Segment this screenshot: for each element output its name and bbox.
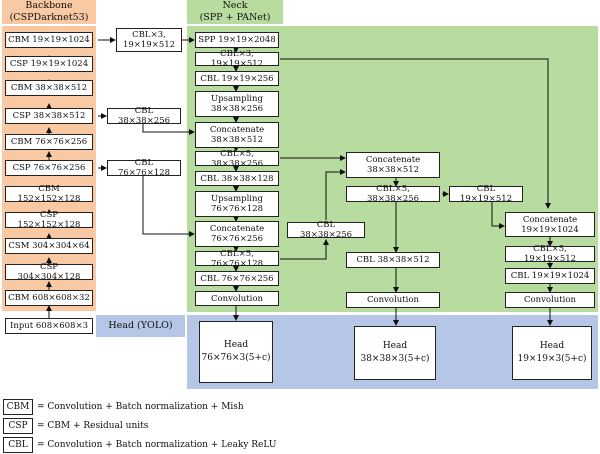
neck-upsampling-38: Upsampling 38×38×256 bbox=[195, 91, 279, 117]
neck-concatenate-76: Concatenate 76×76×256 bbox=[195, 221, 279, 247]
backbone-layer-cbm-38: CBM 38×38×512 bbox=[5, 80, 93, 96]
legend-cbl-abbr: CBL bbox=[3, 437, 33, 453]
head-19: Head 19×19×3(5+c) bbox=[512, 326, 592, 380]
neck-cbl-76-256: CBL 76×76×256 bbox=[195, 271, 279, 286]
neck-cbl-38-512: CBL 38×38×512 bbox=[346, 252, 440, 268]
neck-convolution-19: Convolution bbox=[505, 292, 595, 308]
neck-cbl-38-128: CBL 38×38×128 bbox=[195, 171, 279, 186]
neck-title: Neck (SPP + PANet) bbox=[199, 0, 271, 23]
neck-cbl-19-512: CBL 19×19×512 bbox=[449, 184, 523, 204]
backbone-layer-cbm-76: CBM 76×76×256 bbox=[5, 134, 93, 150]
neck-convolution-38: Convolution bbox=[346, 292, 440, 308]
legend-csp-abbr: CSP bbox=[3, 418, 33, 434]
head-title: Head (YOLO) bbox=[108, 320, 173, 331]
neck-upsampling-76: Upsampling 76×76×128 bbox=[195, 191, 279, 217]
backbone-layer-csp-19: CSP 19×19×1024 bbox=[5, 56, 93, 72]
backbone-layer-cbm-608: CBM 608×608×32 bbox=[5, 290, 93, 306]
neck-convolution-76: Convolution bbox=[195, 291, 279, 306]
neck-cbl5-38-b: CBL×5, 38×38×256 bbox=[346, 184, 440, 204]
backbone-layer-csm-304: CSM 304×304×64 bbox=[5, 238, 93, 254]
neck-cbl-38-256-mid: CBL 38×38×256 bbox=[287, 220, 365, 240]
neck-concatenate-38-b: Concatenate 38×38×512 bbox=[346, 152, 440, 178]
neck-concatenate-19: Concatenate 19×19×1024 bbox=[505, 212, 595, 237]
backbone-layer-cbm-19: CBM 19×19×1024 bbox=[5, 32, 93, 48]
backbone-title-bg bbox=[2, 0, 96, 24]
neck-cbl-19-1024: CBL 19×19×1024 bbox=[505, 268, 595, 284]
bridge-cbl-38: CBL 38×38×256 bbox=[107, 106, 181, 126]
backbone-layer-csp-38: CSP 38×38×512 bbox=[5, 108, 93, 124]
neck-cbl5-19: CBL×5, 19×19×512 bbox=[505, 244, 595, 264]
bridge-cbl-76: CBL 76×76×128 bbox=[107, 158, 181, 178]
backbone-input: Input 608×608×3 bbox=[5, 318, 93, 334]
neck-cbl5-76: CBL×5, 76×76×128 bbox=[195, 249, 279, 269]
neck-cbl5-38: CBL×5, 38×38×256 bbox=[195, 149, 279, 169]
neck-cbl-19-256: CBL 19×19×256 bbox=[195, 71, 279, 86]
backbone-layer-csp-152: CSP 152×152×128 bbox=[5, 210, 93, 230]
head-38: Head 38×38×3(5+c) bbox=[354, 326, 436, 380]
neck-cbl3-19: CBL×3, 19×19×512 bbox=[195, 49, 279, 69]
backbone-title: Backbone (CSPDarknet53) bbox=[9, 0, 89, 23]
backbone-layer-csp-76: CSP 76×76×256 bbox=[5, 160, 93, 176]
legend-cbm-desc: = Convolution + Batch normalization + Mi… bbox=[37, 402, 244, 412]
backbone-layer-cbm-152: CBM 152×152×128 bbox=[5, 184, 93, 204]
neck-spp: SPP 19×19×2048 bbox=[195, 32, 279, 48]
bridge-cbl3-19: CBL×3, 19×19×512 bbox=[116, 28, 182, 52]
legend-csp-desc: = CBM + Residual units bbox=[37, 421, 149, 431]
legend-cbm-abbr: CBM bbox=[3, 399, 33, 415]
backbone-layer-csp-304: CSP 304×304×128 bbox=[5, 262, 93, 282]
head-title-bg bbox=[96, 315, 185, 337]
neck-title-bg bbox=[187, 0, 283, 24]
head-76: Head 76×76×3(5+c) bbox=[199, 321, 273, 383]
neck-concatenate-38: Concatenate 38×38×512 bbox=[195, 122, 279, 148]
legend-cbl-desc: = Convolution + Batch normalization + Le… bbox=[37, 440, 277, 450]
